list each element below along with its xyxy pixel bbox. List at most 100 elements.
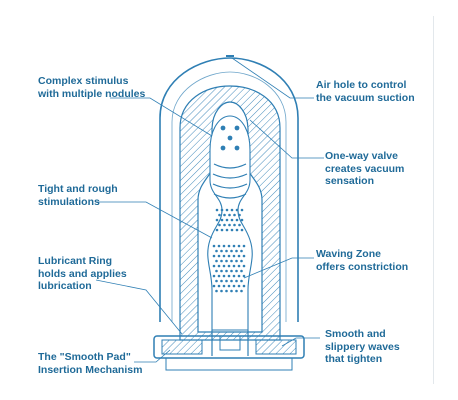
nodule-dot [232,284,236,288]
ribs [212,163,248,199]
nodule-dot [228,223,231,227]
nodule-dot [222,244,226,248]
nodule-dot [227,284,231,288]
nodule-dot [240,289,243,293]
nodule-dot [230,249,233,253]
nodule-dot [237,254,241,258]
nodule-dot [240,259,243,263]
nodule-dot [242,244,246,248]
nodule-dot [237,274,241,278]
nodule-dot [220,279,223,283]
nodule-dot [230,218,234,222]
nodule-dot [233,223,236,227]
nodule-dot [240,269,243,273]
nodule-dot [217,274,221,278]
nodule-dot [227,264,231,268]
nodule-dot [223,213,226,217]
nodule-dot [230,208,234,212]
nodules-top [220,125,240,151]
nodule-dot [238,223,241,227]
nodule-dot [240,249,243,253]
nodule-dot [218,223,221,227]
nodule-dot [230,289,233,293]
nodule-dot [235,208,239,212]
nodule-dot [225,269,228,273]
nodule-dot [212,274,216,278]
nodule-dot [215,269,218,273]
nodule-dot [225,259,228,263]
nodule-dot [235,269,238,273]
nodule-dot [230,279,233,283]
nodule-dot [232,254,236,258]
leader-lines [95,57,324,363]
nodule-dot [220,228,224,232]
nodule-dot [217,264,221,268]
nodule-dot [233,213,236,217]
nodule-dot [217,254,221,258]
nodule-dot [235,249,238,253]
leader-airhole [231,57,314,99]
nodule-dot [232,244,236,248]
nodule-dot [215,218,219,222]
nodule-dot [242,264,246,268]
nodule-dot [212,284,216,288]
leader-smooth-waves [281,337,320,347]
nodule-dot [235,289,238,293]
leader-pad [134,349,171,363]
nodule-dot [230,259,233,263]
nodule-texture [212,208,246,293]
nodule-dot [215,208,219,212]
nodule-dot [220,249,223,253]
outer-casing [159,57,299,322]
nodule-dot [225,249,228,253]
nodule-dot [225,218,229,222]
leader-lubricant [95,279,183,335]
leader-valve [249,119,324,159]
nodule-dot [217,244,221,248]
nodule-dot [218,213,221,217]
leader-tight [96,201,213,239]
nodule-dot [235,279,238,283]
right-divider [433,16,434,384]
nodule-dot [220,259,223,263]
inner-canal [207,115,253,331]
nodule-dot [220,289,223,293]
nodule-dot [215,249,218,253]
nodule-dot [215,279,218,283]
nodule-dot [240,228,244,232]
nodule-dot [222,274,226,278]
nodule-dot [235,228,239,232]
nodule-dot [235,218,239,222]
nodule-dot [212,244,216,248]
nodule-dot [222,264,226,268]
nodule-dot [235,259,238,263]
nodule-dot [225,228,229,232]
base-assembly [153,330,305,371]
nodule-dot [230,269,233,273]
nodule-dot [232,264,236,268]
nodule-dot [232,274,236,278]
nodule-dot [228,213,231,217]
leader-waving [243,257,314,279]
nodule-dot [223,223,226,227]
nodule-dot [227,254,231,258]
casing-highlight [171,71,287,322]
nodule-dot [230,228,234,232]
nodule-dot [212,264,216,268]
nodule-dot [215,228,219,232]
nodule-dot [240,279,243,283]
nodule-dot [238,213,241,217]
nodule-dot [225,208,229,212]
nodule-dot [220,208,224,212]
leader-complex [110,97,213,137]
nodule-dot [220,269,223,273]
nodule-dot [225,289,228,293]
